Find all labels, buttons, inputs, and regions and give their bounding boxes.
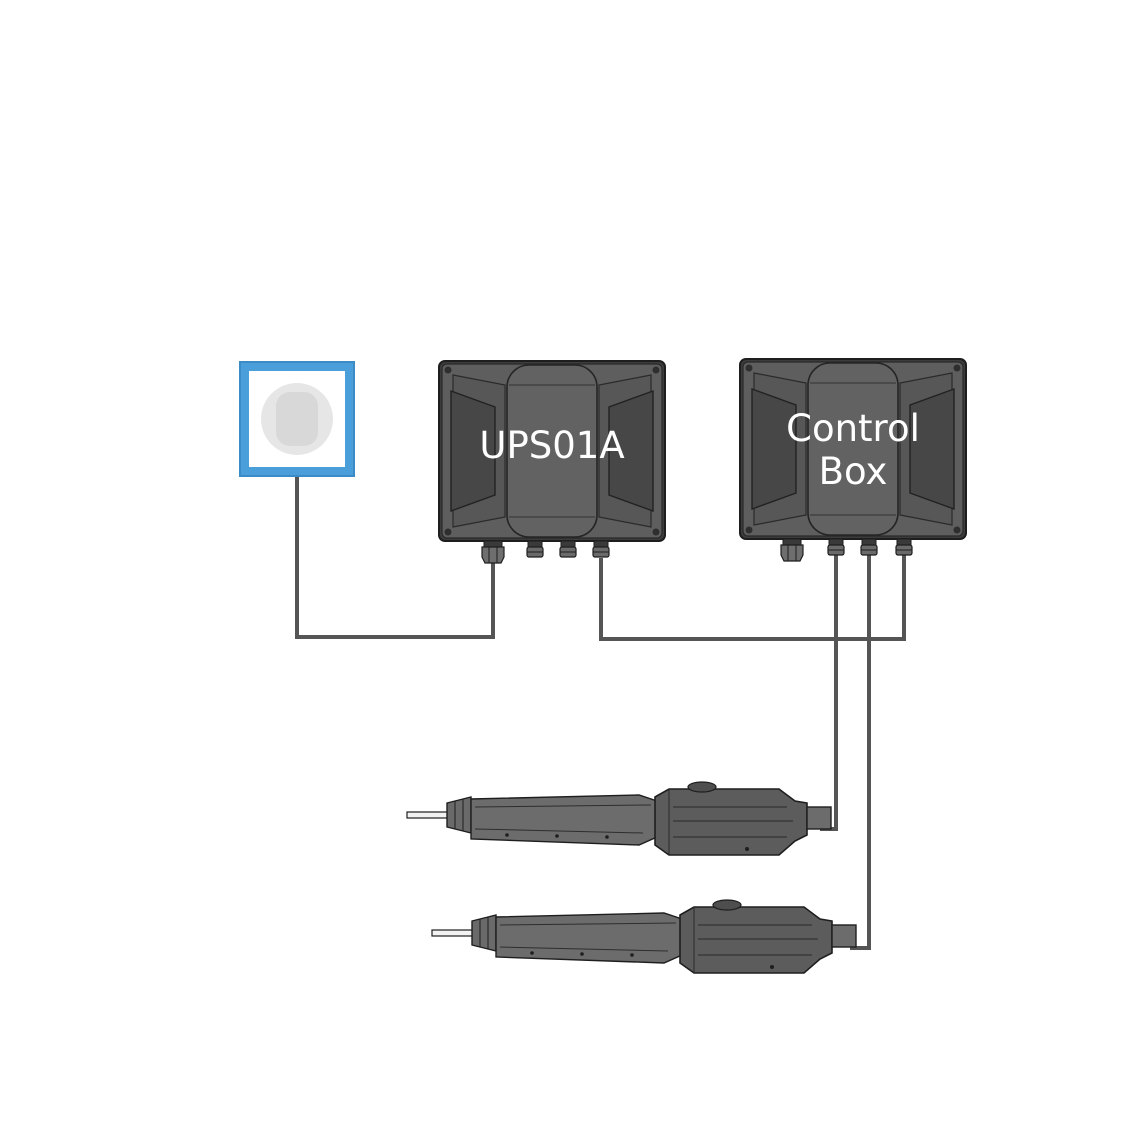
wire-ups-to-control-box: [599, 554, 906, 641]
control-box-label-line2: Box: [819, 450, 888, 493]
wire-socket-to-ups: [295, 450, 495, 639]
control-box-label-line1: Control: [786, 407, 920, 450]
linear-actuator-icon: [431, 899, 857, 974]
wire-control-box-to-actuator-2: [850, 554, 871, 950]
ups-enclosure: UPS01A: [438, 360, 666, 564]
wall-socket-icon: [239, 361, 355, 477]
wires: [295, 450, 906, 950]
linear-actuator-icon: [406, 781, 832, 856]
wire-control-box-to-actuator-1: [820, 554, 838, 831]
ups-label: UPS01A: [479, 424, 624, 467]
control-box-enclosure: Control Box: [739, 358, 967, 562]
